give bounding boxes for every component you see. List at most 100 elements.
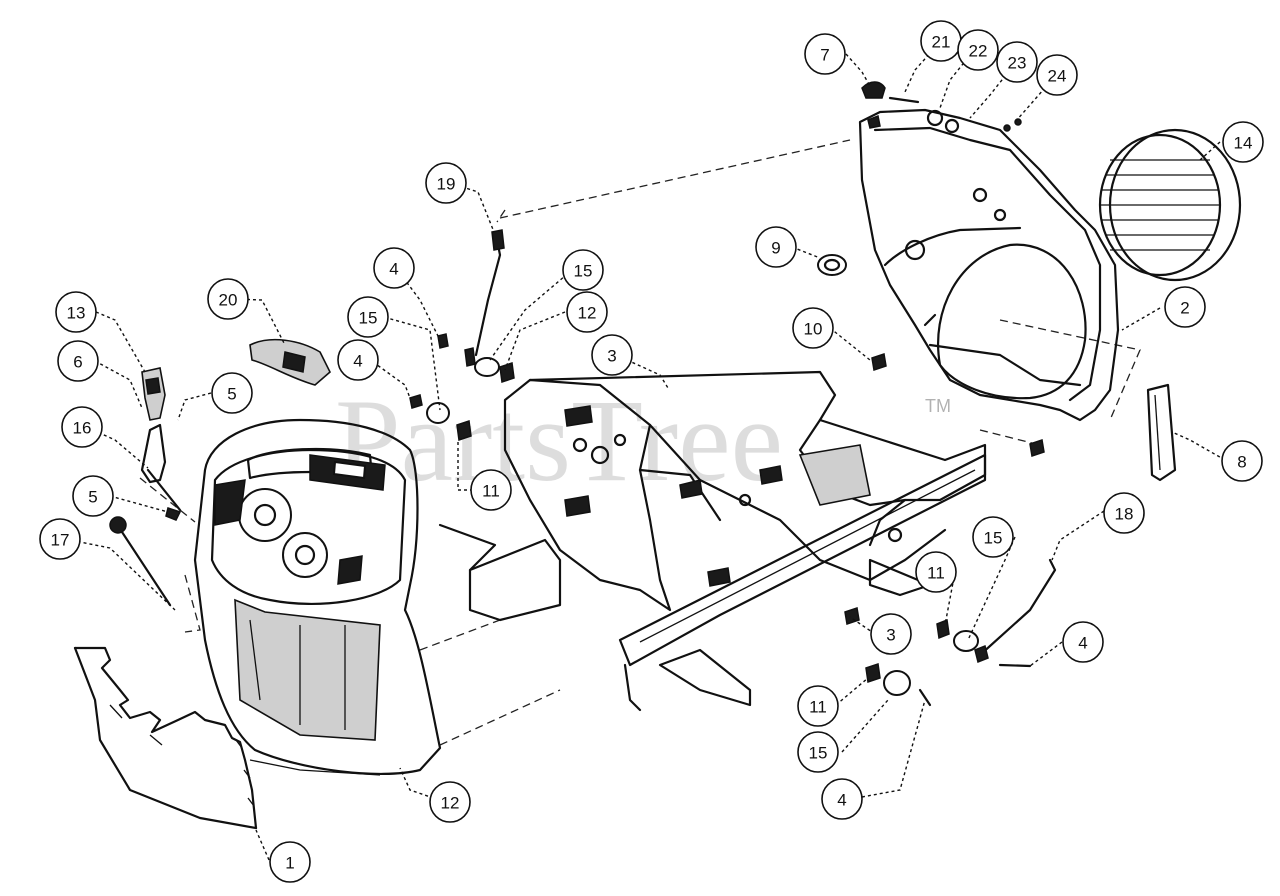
callout-circle bbox=[61, 406, 103, 448]
callout-number: 15 bbox=[809, 744, 828, 763]
callout-circle bbox=[797, 731, 839, 773]
callout-20: 20 bbox=[207, 278, 249, 320]
callout-number: 22 bbox=[969, 42, 988, 61]
callout-number: 4 bbox=[837, 791, 846, 810]
callout-number: 15 bbox=[359, 309, 378, 328]
callout-circle bbox=[470, 469, 512, 511]
callout-number: 3 bbox=[886, 626, 895, 645]
callout-9: 9 bbox=[755, 226, 797, 268]
callout-15: 15 bbox=[972, 516, 1014, 558]
callout-circle bbox=[39, 518, 81, 560]
small-parts-right bbox=[817, 81, 1242, 482]
callout-15: 15 bbox=[347, 296, 389, 338]
callout-number: 19 bbox=[437, 175, 456, 194]
callout-number: 20 bbox=[219, 291, 238, 310]
callout-15: 15 bbox=[562, 249, 604, 291]
callout-11: 11 bbox=[797, 685, 839, 727]
callout-circle bbox=[207, 278, 249, 320]
callout-number: 4 bbox=[389, 260, 398, 279]
callout-circle bbox=[870, 613, 912, 655]
watermark-text: PartsTree bbox=[335, 375, 783, 506]
part-12-dash-panel bbox=[193, 418, 442, 776]
callout-circle bbox=[72, 475, 114, 517]
callout-number: 10 bbox=[804, 320, 823, 339]
callout-24: 24 bbox=[1036, 54, 1078, 96]
callout-number: 6 bbox=[73, 353, 82, 372]
callout-4: 4 bbox=[1062, 621, 1104, 663]
part-2-rear-panel bbox=[858, 108, 1120, 422]
callout-circle bbox=[821, 778, 863, 820]
callout-14: 14 bbox=[1222, 121, 1264, 163]
callout-23: 23 bbox=[996, 41, 1038, 83]
callout-6: 6 bbox=[57, 340, 99, 382]
callout-15: 15 bbox=[797, 731, 839, 773]
callout-number: 18 bbox=[1115, 505, 1134, 524]
callout-circle bbox=[804, 33, 846, 75]
callout-circle bbox=[1164, 286, 1206, 328]
callout-3: 3 bbox=[870, 613, 912, 655]
callout-labels: 1233444455678910111111121213141515151516… bbox=[39, 20, 1264, 883]
callout-circle bbox=[562, 249, 604, 291]
callout-circle bbox=[425, 162, 467, 204]
callout-circle bbox=[1222, 121, 1264, 163]
callout-12: 12 bbox=[566, 291, 608, 333]
callout-number: 11 bbox=[809, 698, 827, 717]
callout-circle bbox=[1062, 621, 1104, 663]
callout-10: 10 bbox=[792, 307, 834, 349]
callout-circle bbox=[57, 340, 99, 382]
callout-4: 4 bbox=[337, 339, 379, 381]
callout-circle bbox=[55, 291, 97, 333]
callout-circle bbox=[337, 339, 379, 381]
callout-number: 11 bbox=[482, 482, 500, 501]
callout-circle bbox=[755, 226, 797, 268]
callout-number: 13 bbox=[67, 304, 86, 323]
callout-number: 23 bbox=[1008, 54, 1027, 73]
callout-number: 16 bbox=[73, 419, 92, 438]
callout-circle bbox=[1221, 440, 1263, 482]
callout-number: 2 bbox=[1180, 299, 1189, 318]
callout-3: 3 bbox=[591, 334, 633, 376]
callout-5: 5 bbox=[211, 372, 253, 414]
small-parts-left bbox=[109, 338, 331, 607]
callout-number: 7 bbox=[820, 46, 829, 65]
callout-17: 17 bbox=[39, 518, 81, 560]
callout-5: 5 bbox=[72, 475, 114, 517]
callout-number: 11 bbox=[927, 564, 945, 583]
callout-circle bbox=[972, 516, 1014, 558]
main-frame bbox=[438, 370, 987, 712]
callout-circle bbox=[429, 781, 471, 823]
callout-13: 13 bbox=[55, 291, 97, 333]
callout-circle bbox=[566, 291, 608, 333]
callout-circle bbox=[792, 307, 834, 349]
callout-number: 1 bbox=[285, 854, 294, 873]
callout-number: 15 bbox=[984, 529, 1003, 548]
callout-circle bbox=[797, 685, 839, 727]
callout-number: 4 bbox=[1078, 634, 1087, 653]
callout-4: 4 bbox=[373, 247, 415, 289]
callout-number: 8 bbox=[1237, 453, 1246, 472]
callout-circle bbox=[1103, 492, 1145, 534]
part-1-lower-shield bbox=[73, 646, 258, 830]
callout-22: 22 bbox=[957, 29, 999, 71]
rods-and-fasteners bbox=[409, 229, 1057, 707]
callout-11: 11 bbox=[915, 551, 957, 593]
callout-19: 19 bbox=[425, 162, 467, 204]
callout-8: 8 bbox=[1221, 440, 1263, 482]
callout-number: 15 bbox=[574, 262, 593, 281]
callout-number: 17 bbox=[51, 531, 70, 550]
callout-18: 18 bbox=[1103, 492, 1145, 534]
callout-number: 5 bbox=[227, 385, 236, 404]
callout-circle bbox=[915, 551, 957, 593]
callout-circle bbox=[211, 372, 253, 414]
callout-number: 24 bbox=[1048, 67, 1067, 86]
callout-11: 11 bbox=[470, 469, 512, 511]
callout-circle bbox=[1036, 54, 1078, 96]
callout-7: 7 bbox=[804, 33, 846, 75]
callout-number: 21 bbox=[932, 33, 951, 52]
callout-circle bbox=[347, 296, 389, 338]
callout-number: 3 bbox=[607, 347, 616, 366]
callout-number: 12 bbox=[441, 794, 460, 813]
alignment-lines bbox=[139, 139, 1141, 746]
watermark-trademark: TM bbox=[925, 396, 951, 416]
